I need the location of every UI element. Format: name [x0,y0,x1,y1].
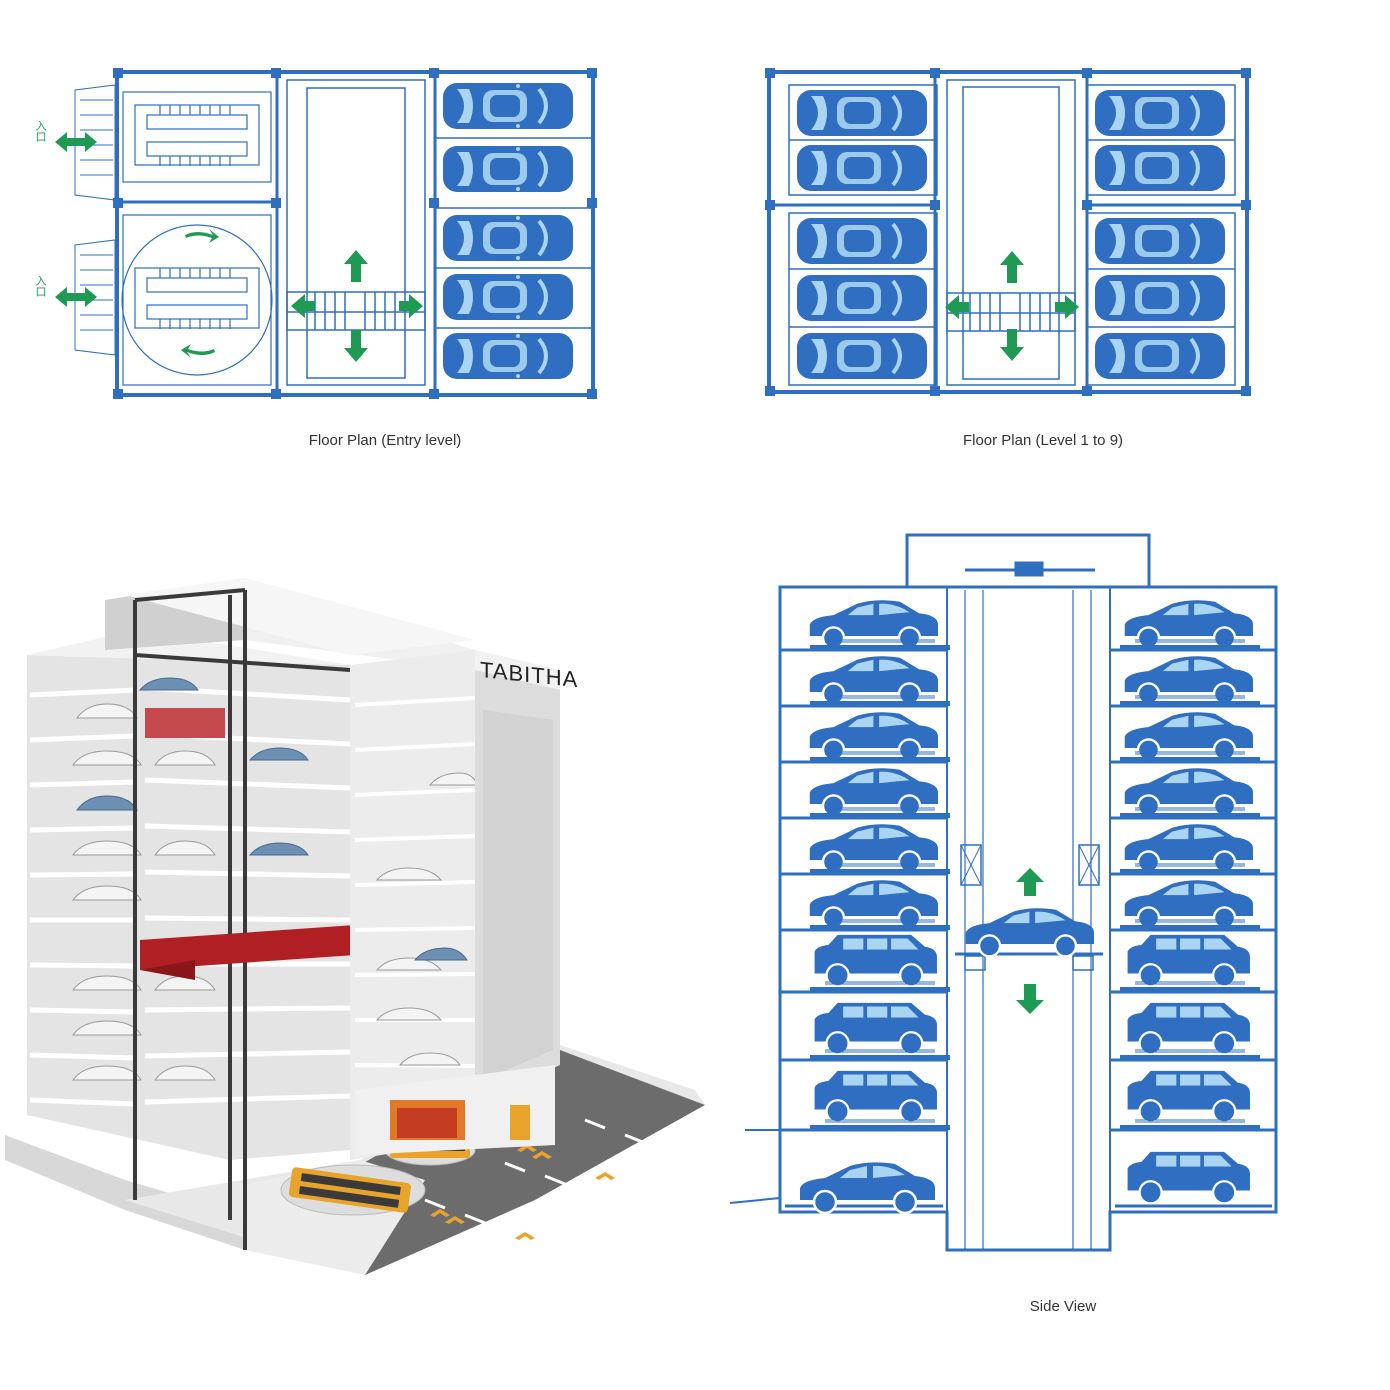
entry-label-bottom: 入口 [34,275,46,297]
caption-side-view: Side View [1029,1298,1097,1315]
side-view [725,530,1285,1270]
floor-plan-entry [25,60,605,410]
floor-plan-level [765,65,1255,400]
direction-arrows [55,132,423,362]
caption-entry-plan: Floor Plan (Entry level) [308,432,462,449]
building-render [5,560,705,1290]
caption-level-plan: Floor Plan (Level 1 to 9) [962,432,1124,449]
entry-label-top: 入口 [34,120,46,142]
